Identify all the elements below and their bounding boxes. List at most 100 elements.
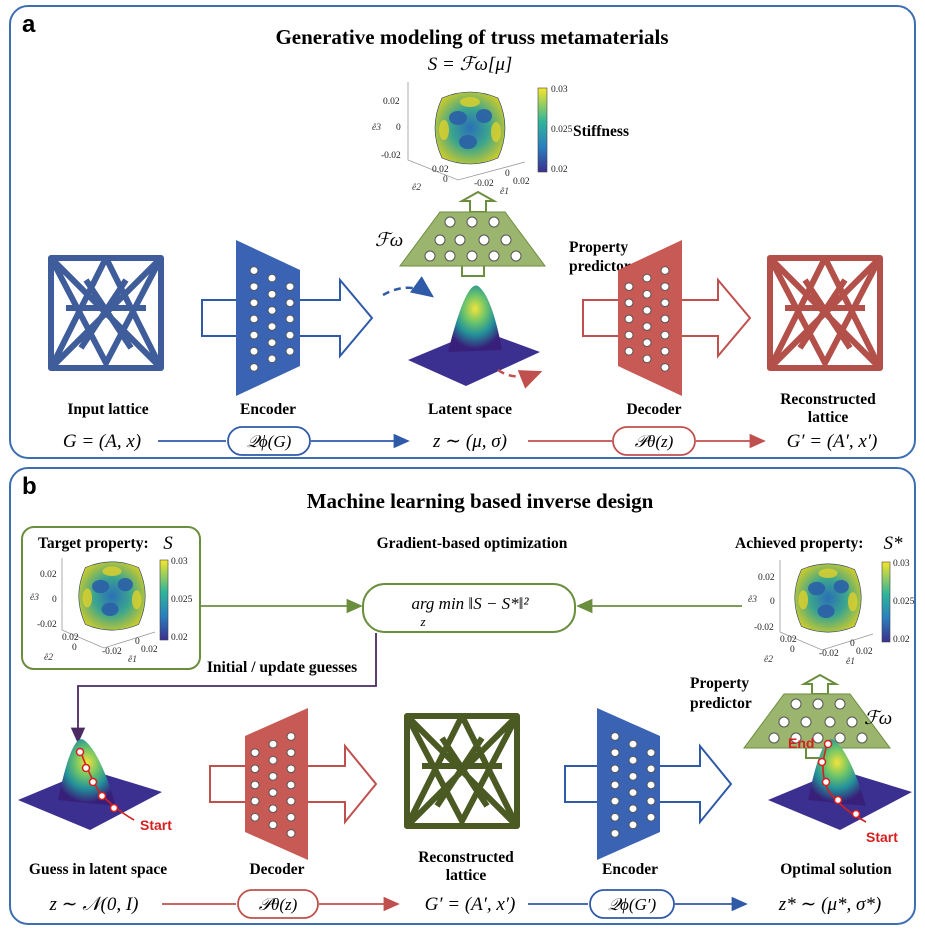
svg-text:0: 0 — [396, 123, 401, 133]
svg-text:0.02: 0.02 — [62, 633, 79, 643]
objective-subscript: z — [419, 614, 425, 629]
label-decoder-b: Decoder — [249, 861, 304, 878]
panel-b-letter: b — [22, 473, 37, 500]
achieved-property-label: Achieved property: — [735, 535, 863, 552]
end-label: End — [788, 735, 814, 751]
property-predictor-label-a2: predictor — [569, 258, 631, 275]
panel-b-title: Machine learning based inverse design — [307, 489, 654, 513]
formula-zs: z* ∼ (μ*, σ*) — [778, 894, 881, 915]
property-predictor-label-b1: Property — [690, 675, 749, 692]
label-reconstructed-b1: Reconstructed — [418, 849, 514, 866]
svg-text:0.02: 0.02 — [141, 645, 158, 655]
label-guess: Guess in latent space — [29, 861, 167, 878]
objective-formula: arg min ‖S − S*‖² — [411, 594, 529, 613]
svg-text:0.03: 0.03 — [893, 559, 910, 569]
svg-text:ê2: ê2 — [412, 183, 421, 193]
formula-z: z ∼ (μ, σ) — [432, 431, 507, 452]
initial-update-arrow — [70, 633, 377, 744]
stiffness-formula: S = ℱω[μ] — [428, 54, 513, 75]
svg-text:0.03: 0.03 — [171, 557, 188, 567]
label-encoder-a: Encoder — [240, 401, 296, 418]
panel-b-border — [9, 467, 916, 925]
svg-text:0.02: 0.02 — [40, 570, 57, 580]
svg-text:-0.02: -0.02 — [37, 620, 57, 630]
stiffness-plot-target: 0.02 0 -0.02 ê3 0.02 0 -0.02 0 0.02 ê2 ê… — [30, 557, 193, 665]
label-optimal: Optimal solution — [780, 861, 892, 878]
predictor-symbol-b: ℱω — [864, 708, 892, 729]
svg-text:-0.02: -0.02 — [819, 649, 839, 659]
svg-text:0.02: 0.02 — [780, 635, 797, 645]
property-predictor-b — [743, 673, 891, 759]
reconstructed-lattice-b — [407, 716, 517, 826]
svg-text:0: 0 — [135, 637, 140, 647]
decoder-b — [209, 708, 378, 860]
svg-text:0.02: 0.02 — [893, 635, 910, 645]
svg-text:ê2: ê2 — [44, 653, 53, 663]
gradient-label: Gradient-based optimization — [377, 535, 568, 552]
start-label-b1: Start — [140, 817, 172, 833]
svg-text:0: 0 — [52, 595, 57, 605]
svg-text:ê1: ê1 — [500, 187, 509, 197]
encoder-box-a — [227, 426, 311, 456]
target-property-symbol: S — [163, 533, 173, 554]
svg-text:-0.02: -0.02 — [102, 647, 122, 657]
label-reconstructed-a2: lattice — [808, 409, 849, 426]
stiffness-plot-achieved: 0.02 0 -0.02 ê3 0.02 0 -0.02 0 0.02 ê2 ê… — [748, 559, 915, 667]
label-encoder-b: Encoder — [602, 861, 658, 878]
svg-text:0.025: 0.025 — [171, 595, 193, 605]
latent-optimal — [768, 739, 912, 830]
svg-text:ê3: ê3 — [372, 123, 381, 133]
formula-z0: z ∼ 𝒩(0, I) — [49, 894, 139, 915]
svg-text:0.02: 0.02 — [432, 165, 449, 175]
latent-guess — [18, 739, 162, 830]
svg-text:0: 0 — [72, 643, 77, 653]
svg-text:-0.02: -0.02 — [474, 179, 494, 189]
property-predictor-label-a1: Property — [569, 239, 628, 256]
decoder-box-b — [237, 889, 319, 919]
label-decoder-a: Decoder — [626, 401, 681, 418]
svg-text:0.025: 0.025 — [551, 125, 573, 135]
decoder-box-a — [612, 426, 696, 456]
decoder-a — [582, 240, 752, 396]
initial-update-label: Initial / update guesses — [207, 659, 357, 676]
panel-a-title: Generative modeling of truss metamateria… — [275, 25, 668, 49]
svg-text:0.02: 0.02 — [856, 647, 873, 657]
svg-text:-0.02: -0.02 — [754, 623, 774, 633]
panel-a-border — [9, 5, 916, 459]
svg-text:ê1: ê1 — [128, 655, 137, 665]
svg-text:0: 0 — [850, 639, 855, 649]
svg-text:0.02: 0.02 — [171, 633, 188, 643]
label-input-lattice: Input lattice — [67, 401, 148, 418]
property-predictor-a — [399, 190, 546, 277]
svg-text:0.02: 0.02 — [551, 165, 568, 175]
encoder-b — [564, 708, 733, 860]
formula-q: 𝒬ϕ(G) — [247, 432, 292, 451]
property-predictor-label-b2: predictor — [690, 695, 752, 712]
svg-text:ê1: ê1 — [846, 657, 855, 667]
objective-box — [362, 583, 576, 633]
reconstructed-lattice-a — [770, 258, 880, 368]
stiffness-label: Stiffness — [573, 123, 629, 140]
svg-text:-0.02: -0.02 — [381, 151, 401, 161]
svg-text:0.02: 0.02 — [383, 97, 400, 107]
svg-text:0: 0 — [505, 169, 510, 179]
svg-text:ê2: ê2 — [764, 655, 773, 665]
start-label-b2: Start — [866, 829, 898, 845]
panel-a-letter: a — [22, 11, 36, 38]
achieved-property-symbol: S* — [884, 533, 904, 554]
svg-text:0.025: 0.025 — [893, 597, 915, 607]
formula-q-b: 𝒬ϕ(G′) — [608, 895, 657, 914]
input-lattice — [51, 258, 161, 368]
svg-text:ê3: ê3 — [30, 593, 39, 603]
label-latent-space: Latent space — [428, 401, 512, 418]
target-property-label: Target property: — [38, 535, 149, 552]
formula-p: 𝒫θ(z) — [635, 432, 674, 451]
stiffness-plot-a: 0.02 0 -0.02 ê3 0.02 0 -0.02 0 0.02 ê2 ê… — [372, 82, 573, 197]
svg-text:0: 0 — [443, 175, 448, 185]
svg-text:ê3: ê3 — [748, 595, 757, 605]
latent-space-a — [382, 276, 543, 389]
formula-gp-b: G′ = (A′, x′) — [425, 894, 516, 915]
formula-g: G = (A, x) — [63, 431, 141, 452]
encoder-box-b — [589, 889, 675, 919]
